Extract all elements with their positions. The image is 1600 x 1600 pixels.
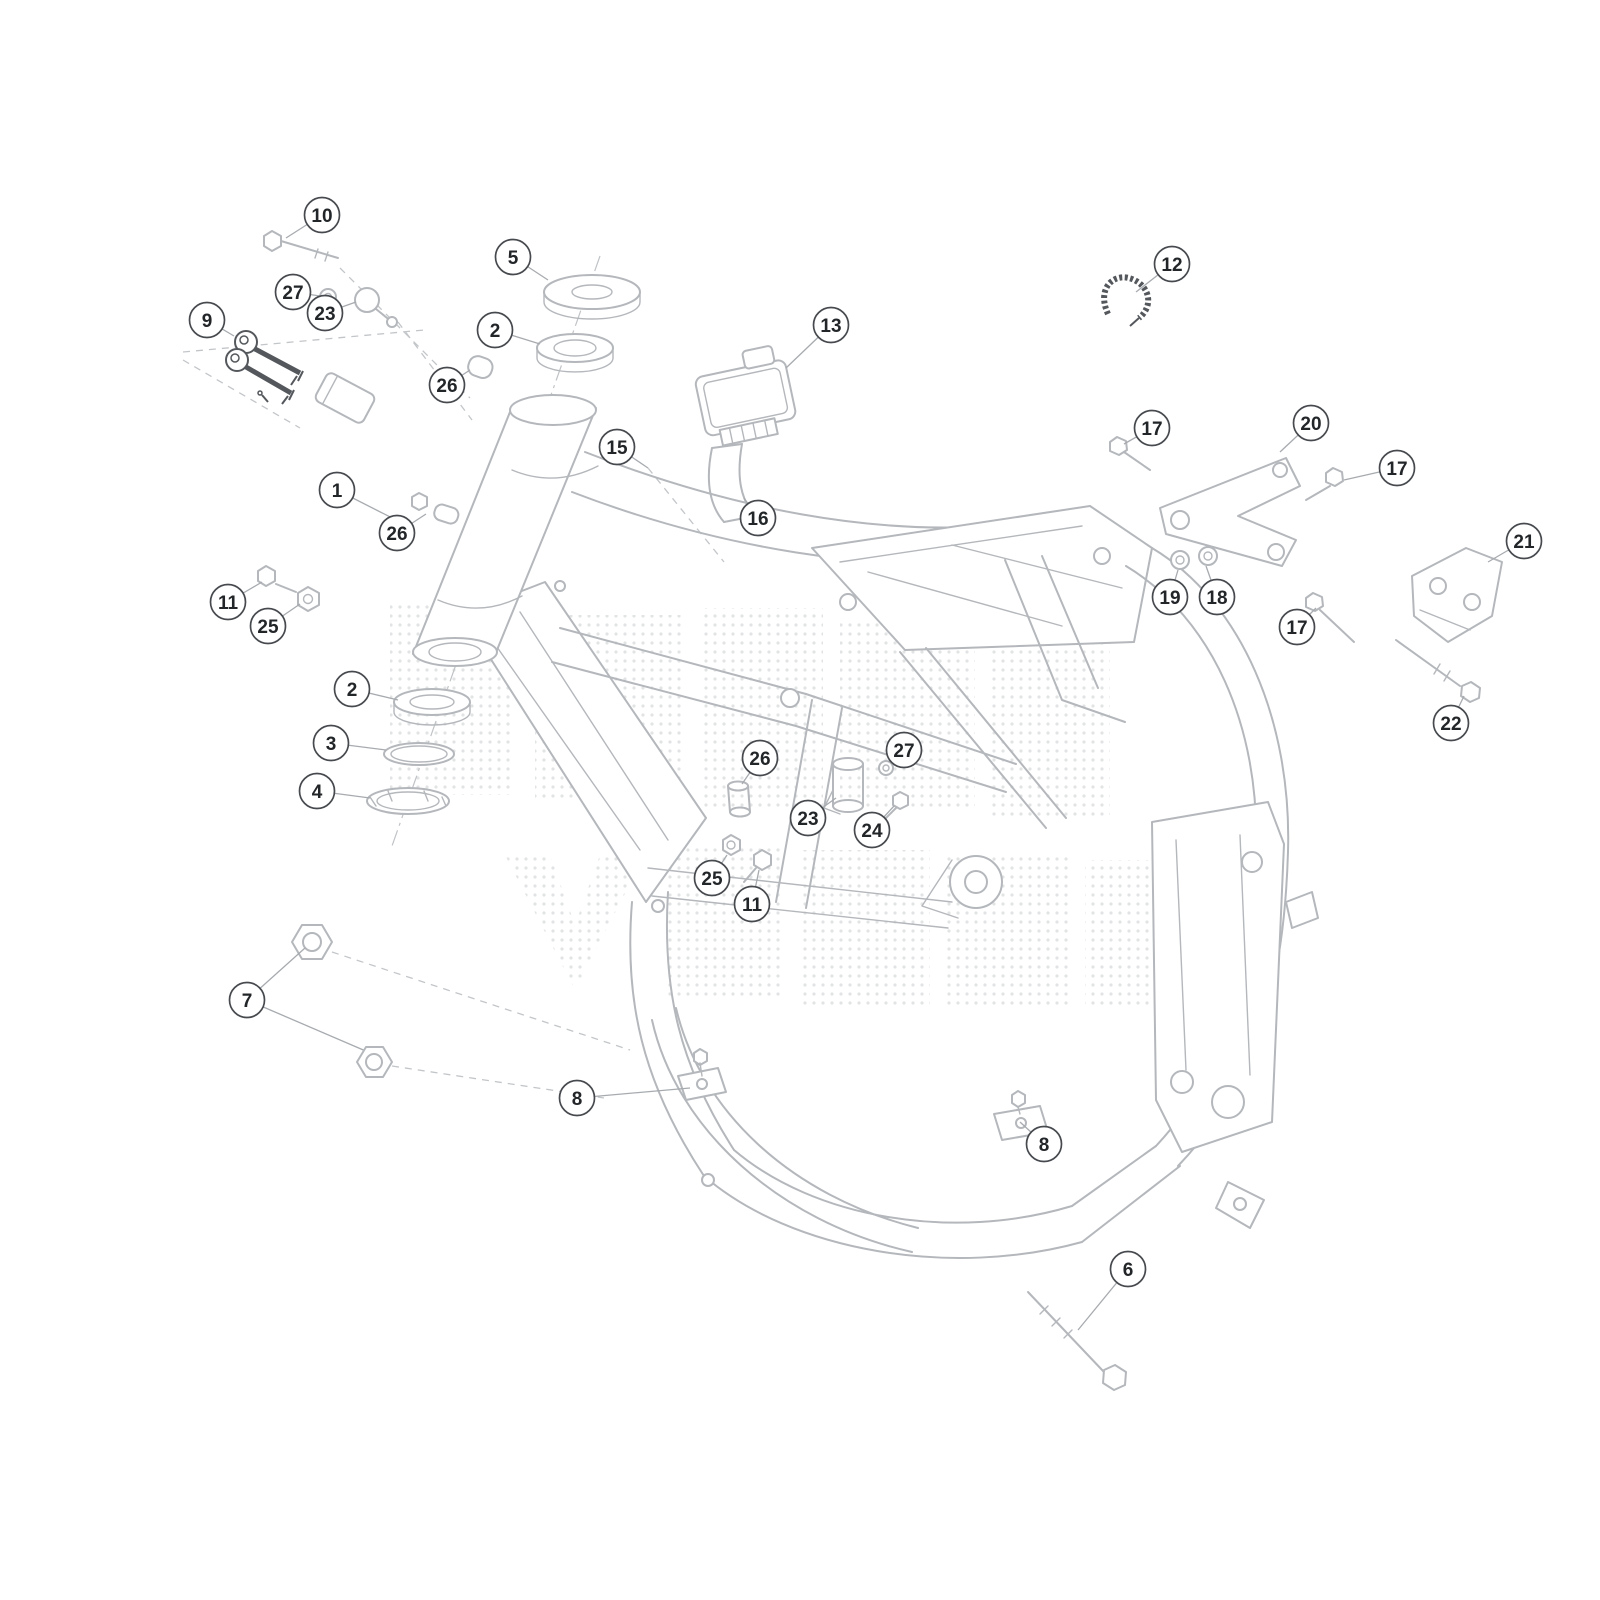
callout-23[interactable]: 23 (306, 294, 344, 332)
callout-16[interactable]: 16 (739, 499, 777, 537)
callout-label: 17 (1386, 459, 1407, 480)
callout-22[interactable]: 22 (1432, 704, 1470, 742)
callout-label: 27 (893, 741, 914, 762)
callout-label: 6 (1123, 1260, 1134, 1281)
callout-label: 18 (1206, 588, 1227, 609)
callout-20[interactable]: 20 (1292, 404, 1330, 442)
callout-21[interactable]: 21 (1505, 522, 1543, 560)
callout-label: 26 (749, 749, 770, 770)
callout-23[interactable]: 23 (789, 799, 827, 837)
callout-label: 22 (1440, 714, 1461, 735)
callout-13[interactable]: 13 (812, 306, 850, 344)
callout-12[interactable]: 12 (1153, 245, 1191, 283)
top-left-hardware (263, 230, 494, 525)
callout-2[interactable]: 2 (333, 670, 371, 708)
callout-label: 19 (1159, 588, 1180, 609)
keys (225, 330, 304, 405)
callout-1[interactable]: 1 (318, 471, 356, 509)
callout-10[interactable]: 10 (303, 196, 341, 234)
engine-mount-brackets-right (1109, 436, 1503, 703)
callout-label: 25 (701, 869, 723, 890)
lock-barrel (314, 372, 376, 424)
callout-label: 2 (490, 321, 501, 342)
callout-18[interactable]: 18 (1198, 578, 1236, 616)
callout-11[interactable]: 11 (733, 885, 771, 923)
callout-label: 8 (572, 1089, 583, 1110)
callout-8[interactable]: 8 (1025, 1125, 1063, 1163)
brackets-8 (677, 1048, 1049, 1141)
callout-25[interactable]: 25 (249, 607, 287, 645)
callout-label: 12 (1161, 255, 1182, 276)
callout-label: 10 (311, 206, 332, 227)
callout-label: 17 (1141, 419, 1162, 440)
callout-15[interactable]: 15 (598, 428, 636, 466)
callout-label: 1 (332, 481, 343, 502)
callout-label: 9 (202, 311, 213, 332)
callout-label: 2 (347, 680, 358, 701)
left-hardware (257, 565, 320, 612)
leader-line-8 (576, 1087, 691, 1099)
callout-26[interactable]: 26 (378, 514, 416, 552)
callout-2[interactable]: 2 (476, 311, 514, 349)
callout-9[interactable]: 9 (188, 301, 226, 339)
callout-3[interactable]: 3 (312, 724, 350, 762)
callout-label: 20 (1300, 414, 1321, 435)
callout-label: 17 (1286, 618, 1307, 639)
callout-24[interactable]: 24 (853, 811, 891, 849)
callout-6[interactable]: 6 (1109, 1250, 1147, 1288)
callout-17[interactable]: 17 (1378, 449, 1416, 487)
callout-11[interactable]: 11 (209, 583, 247, 621)
callout-label: 24 (861, 821, 883, 842)
mid-mount-hardware (722, 757, 909, 883)
watermark-halftone (390, 600, 1175, 1005)
frame-body (461, 451, 1319, 1259)
callout-26[interactable]: 26 (428, 366, 466, 404)
callout-label: 3 (326, 734, 337, 755)
callout-label: 25 (257, 617, 279, 638)
callout-label: 11 (218, 593, 239, 614)
callout-label: 15 (606, 438, 628, 459)
callout-label: 26 (436, 376, 457, 397)
cable-clamp (1101, 274, 1152, 327)
callout-4[interactable]: 4 (298, 772, 336, 810)
callout-25[interactable]: 25 (693, 859, 731, 897)
callout-5[interactable]: 5 (494, 238, 532, 276)
callout-label: 27 (282, 283, 303, 304)
steering-stem-parts (366, 274, 641, 815)
callout-label: 23 (797, 809, 818, 830)
callout-label: 21 (1513, 532, 1535, 553)
callout-17[interactable]: 17 (1133, 409, 1171, 447)
callout-27[interactable]: 27 (274, 273, 312, 311)
callout-label: 8 (1039, 1135, 1050, 1156)
callout-7[interactable]: 7 (228, 981, 266, 1019)
callout-label: 16 (747, 509, 768, 530)
callout-label: 5 (508, 248, 519, 269)
ecu-unit (694, 345, 797, 523)
bolt-6 (1027, 1291, 1127, 1391)
callout-8[interactable]: 8 (558, 1079, 596, 1117)
callout-26[interactable]: 26 (741, 739, 779, 777)
callout-label: 23 (314, 304, 335, 325)
callout-label: 7 (242, 991, 253, 1012)
callout-label: 26 (386, 524, 407, 545)
callout-label: 13 (820, 316, 841, 337)
callout-17[interactable]: 17 (1278, 608, 1316, 646)
callout-label: 4 (312, 782, 323, 803)
callout-label: 11 (742, 895, 763, 916)
callout-27[interactable]: 27 (885, 731, 923, 769)
callout-19[interactable]: 19 (1151, 578, 1189, 616)
nuts-7 (291, 924, 393, 1078)
